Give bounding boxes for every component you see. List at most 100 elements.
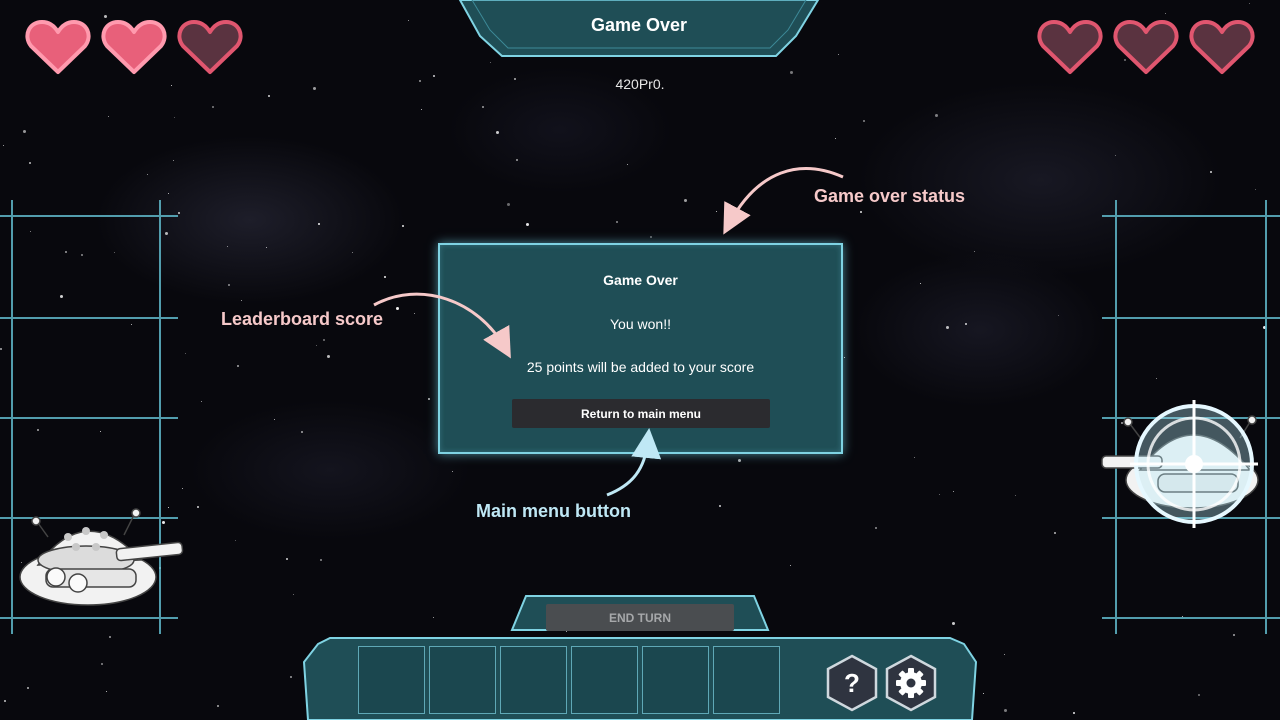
settings-button[interactable]	[883, 654, 939, 712]
annotation-game-over-status: Game over status	[814, 186, 966, 206]
star	[790, 71, 793, 74]
card-slot[interactable]	[642, 646, 709, 714]
player-board-grid	[0, 200, 178, 634]
star	[293, 594, 294, 595]
gear-icon	[885, 654, 937, 712]
star	[1121, 422, 1123, 424]
star	[507, 203, 510, 206]
player-lives	[25, 18, 243, 81]
star	[168, 193, 169, 194]
star	[1015, 495, 1016, 496]
star	[838, 54, 839, 55]
star	[114, 252, 115, 253]
card-slot[interactable]	[713, 646, 780, 714]
star	[290, 676, 292, 678]
star	[104, 15, 107, 18]
star	[946, 326, 949, 329]
star	[953, 491, 954, 492]
player-name: 420Pr0.	[615, 76, 665, 92]
player-life-heart-icon	[25, 18, 91, 81]
star	[920, 283, 921, 284]
star	[228, 284, 230, 286]
star	[4, 700, 6, 702]
star	[318, 223, 320, 225]
annotation-leaderboard-score: Leaderboard score	[221, 309, 384, 329]
star	[241, 300, 242, 301]
star	[173, 160, 174, 161]
game-result-text: You won!!	[610, 316, 671, 332]
star	[1004, 709, 1007, 712]
star	[526, 223, 529, 226]
star	[147, 174, 148, 175]
star	[1198, 694, 1200, 696]
star	[433, 75, 435, 77]
star	[738, 459, 741, 462]
star	[323, 339, 325, 341]
star	[627, 164, 628, 165]
banner-frame	[458, 0, 820, 57]
star	[217, 705, 219, 707]
star	[227, 246, 228, 247]
star	[81, 254, 83, 256]
star	[939, 494, 940, 495]
star	[1054, 532, 1056, 534]
card-slot[interactable]	[571, 646, 638, 714]
star	[1073, 712, 1075, 714]
star	[875, 527, 877, 529]
star	[171, 85, 172, 86]
star	[452, 471, 453, 472]
star	[178, 212, 180, 214]
star	[1004, 654, 1005, 655]
star	[790, 565, 791, 566]
top-banner: Game Over	[458, 0, 820, 58]
star	[408, 20, 409, 21]
end-turn-button[interactable]: END TURN	[546, 604, 734, 631]
opponent-life-heart-icon	[1113, 18, 1179, 81]
star	[719, 505, 721, 507]
star	[1124, 59, 1126, 61]
star	[301, 431, 303, 433]
star	[162, 521, 165, 524]
star	[3, 145, 4, 146]
star	[1255, 189, 1256, 190]
star	[428, 398, 430, 400]
svg-text:?: ?	[844, 668, 860, 698]
card-slot[interactable]	[429, 646, 496, 714]
star	[844, 357, 845, 358]
star	[316, 345, 317, 346]
star	[1233, 634, 1235, 636]
star	[516, 159, 518, 161]
star	[37, 429, 39, 431]
card-slot[interactable]	[500, 646, 567, 714]
star	[201, 401, 202, 402]
star	[101, 663, 103, 665]
star	[274, 419, 275, 420]
opponent-life-heart-icon	[1189, 18, 1255, 81]
star	[496, 131, 499, 134]
star	[237, 365, 239, 367]
card-slot[interactable]	[358, 646, 425, 714]
star	[860, 211, 862, 213]
dialog-title: Game Over	[603, 272, 678, 288]
star	[106, 691, 107, 692]
star	[835, 138, 836, 139]
game-over-dialog: Game Over You won!! 25 points will be ad…	[438, 243, 843, 454]
star	[1263, 326, 1266, 329]
player-life-heart-icon	[101, 18, 167, 81]
help-button[interactable]: ?	[824, 654, 880, 712]
return-to-main-menu-button[interactable]: Return to main menu	[512, 399, 770, 428]
star	[165, 232, 168, 235]
star	[313, 87, 316, 90]
star	[197, 506, 199, 508]
star	[863, 120, 865, 122]
bottom-hud: END TURN ?	[300, 592, 980, 720]
star	[268, 95, 270, 97]
target-crosshair-icon	[1130, 400, 1258, 528]
star	[983, 693, 984, 694]
star	[1182, 616, 1183, 617]
star	[421, 109, 422, 110]
opponent-life-heart-icon	[1037, 18, 1103, 81]
star	[109, 636, 111, 638]
question-icon: ?	[826, 654, 878, 712]
star	[65, 251, 67, 253]
